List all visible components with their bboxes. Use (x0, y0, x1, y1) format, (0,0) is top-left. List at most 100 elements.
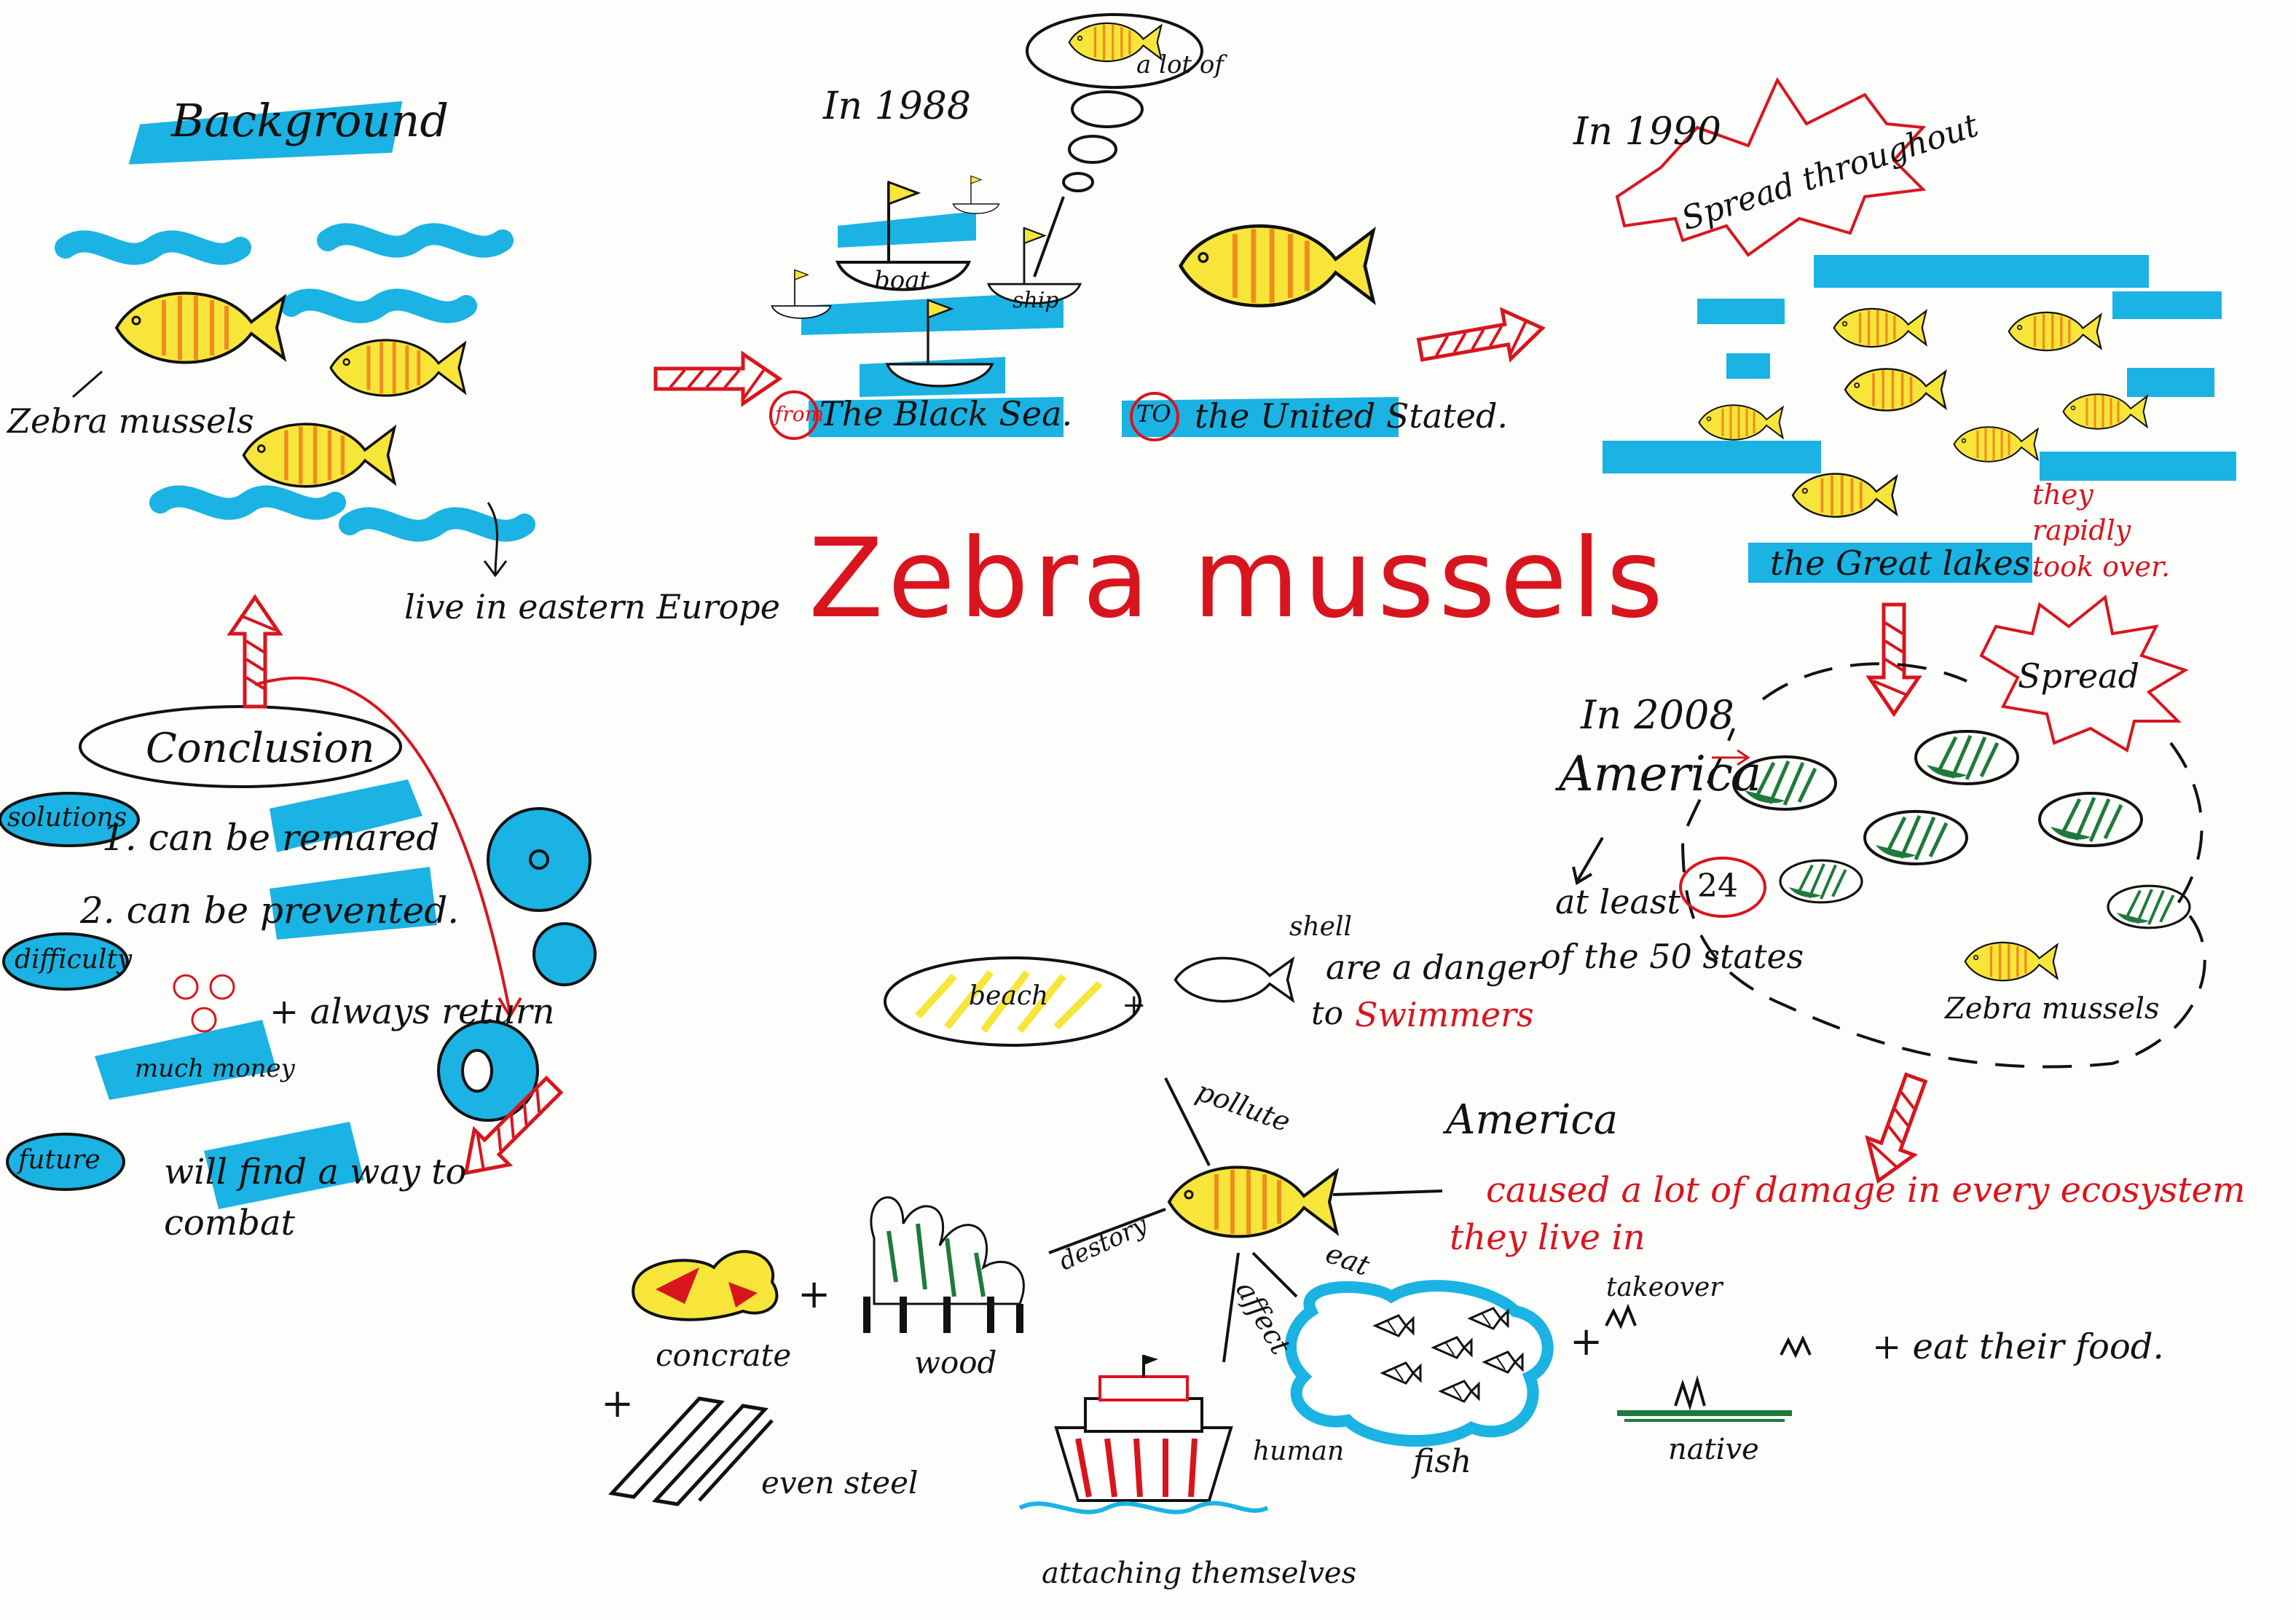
arrow-up (230, 597, 280, 707)
zebra-mussel-icon (1181, 226, 1374, 305)
attaching-label: attaching themselves (1042, 1557, 1357, 1590)
spread-text: Spread (2018, 656, 2140, 696)
year-1990-label: In 1990 (1573, 110, 1721, 154)
conclusion-highlight (95, 779, 437, 1209)
america-label: America (1559, 746, 1762, 802)
fish-school-icon (1285, 1280, 1554, 1447)
zebra-mussel-icon (1833, 307, 1927, 348)
zebra-mussel-icon (2062, 393, 2148, 430)
concrate-icon (632, 1250, 779, 1321)
zebra-mussel-icon (1791, 472, 1898, 519)
background-heading-highlight (128, 101, 403, 165)
zebra-mussel-icon (331, 340, 465, 396)
mussel-icon (1916, 731, 2018, 784)
zebra-mussel-icon (2008, 311, 2102, 352)
beach-label: beach (969, 981, 1049, 1011)
money-icon (173, 974, 235, 1033)
zebra-mussel-icon (1698, 404, 1784, 441)
background-heading: Background (171, 94, 449, 147)
boat-label: boat (874, 266, 930, 295)
thought-bubble (1068, 135, 1117, 164)
future-tag-label: future (18, 1145, 101, 1175)
find-way-text: will find a way to (164, 1152, 467, 1192)
mussel-icon (1865, 811, 1967, 864)
ship-label: ship (1013, 288, 1059, 313)
to-highlight (1122, 397, 1399, 437)
damage-text: caused a lot of damage in every ecosyste… (1486, 1170, 2246, 1211)
human-label: human (1253, 1436, 1345, 1466)
concrate-label: concrate (656, 1337, 792, 1373)
bubble-decoration (532, 922, 597, 986)
from-place: The Black Sea. (819, 394, 1073, 433)
wave-decoration (350, 518, 524, 530)
shell-label: shell (1289, 912, 1352, 942)
spread-burst (1979, 594, 2189, 753)
solution-2: 2. can be prevented. (80, 889, 460, 932)
year-2008-label: In 2008 (1581, 692, 1734, 738)
zebra-mussel-icon (117, 293, 284, 362)
down-arrow (483, 502, 508, 578)
much-money-label: much money (135, 1054, 295, 1083)
fish-label: fish (1413, 1443, 1472, 1480)
to-circle (1130, 392, 1179, 441)
even-steel-label: even steel (761, 1465, 919, 1501)
mussel-icon (2108, 886, 2190, 928)
thought-bubble (1071, 90, 1144, 128)
boat-icon (952, 175, 1000, 214)
bubble-decoration (487, 807, 591, 912)
steel-icon (608, 1396, 774, 1506)
count-circle (1679, 857, 1766, 918)
to-place: the United Stated. (1195, 396, 1509, 436)
ship-human-icon (1018, 1355, 1269, 1514)
habitat-text: live in eastern Europe (404, 587, 780, 626)
beach-hatch (915, 970, 1103, 1034)
arrow-right (1416, 304, 1546, 374)
always-return-text: + always return (270, 991, 555, 1032)
zebra-mussel-icon (1844, 367, 1947, 412)
arrow-right (656, 354, 779, 404)
difficulty-tag (2, 932, 129, 991)
takeover-label: takeover (1606, 1273, 1723, 1302)
to-text: to (1311, 995, 1344, 1032)
native-label: native (1668, 1433, 1759, 1466)
shell-icon (1173, 956, 1295, 1004)
danger-text: are a danger (1326, 948, 1544, 987)
states-text: of the 50 states (1541, 937, 1804, 976)
thought-bubble (1026, 13, 1203, 89)
solution-1: 1. can be remared (102, 817, 440, 859)
year-1988-label: In 1988 (823, 84, 971, 128)
spread-burst (1615, 76, 1927, 257)
they-live-text: they live in (1450, 1217, 1646, 1258)
eat-food-text: + eat their food. (1872, 1326, 2164, 1367)
swimmers-text: Swimmers (1355, 995, 1534, 1034)
wood-icon (863, 1196, 1025, 1333)
from-circle (769, 390, 819, 440)
state-count: 24 (1697, 868, 1738, 905)
from-highlight (809, 397, 1064, 437)
great-lakes-water (1603, 255, 2236, 583)
america-dashed-region (1680, 662, 2206, 1069)
label-pointer (72, 370, 103, 398)
zebra-mussel-icon (1953, 425, 2039, 463)
zebra-mussels-label: Zebra mussels (7, 401, 254, 441)
solutions-tag-label: solutions (7, 803, 127, 833)
great-lakes-text: the Great lakes. (1770, 543, 2041, 583)
boat-icon (771, 269, 832, 319)
arrow-down (1869, 605, 1919, 714)
conclusion-heading: Conclusion (146, 725, 375, 772)
solutions-tag (0, 792, 140, 847)
thought-text: a lot of (1136, 50, 1224, 79)
wave-decoration (291, 299, 466, 312)
zebra-mussel-icon (244, 424, 395, 487)
plus-sign: + (1122, 988, 1147, 1022)
at-least-text: at least (1555, 882, 1680, 921)
return-arrow (254, 676, 511, 1013)
america-damage-label: America (1446, 1096, 1619, 1144)
future-tag (6, 1133, 125, 1191)
conclusion-bubble (79, 705, 402, 788)
wave-decoration (66, 241, 240, 253)
took-over-note: they rapidly took over. (2032, 479, 2171, 583)
plus-sign: + (1570, 1318, 1603, 1364)
mussel-icon (1780, 860, 1862, 903)
